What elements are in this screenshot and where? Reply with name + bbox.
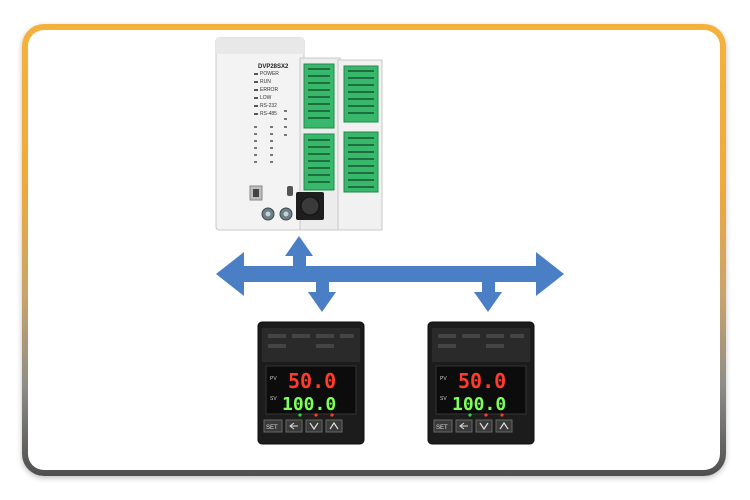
led-indicator	[254, 73, 258, 75]
plc-led-list: POWER RUN ERROR LOW RS-232 RS-485	[254, 71, 279, 117]
pv-label: PV	[270, 376, 277, 382]
plc-terminal-block	[343, 131, 379, 193]
set-button[interactable]	[433, 419, 453, 433]
temperature-controller-1: PV SV 50.0 100.0 SET	[257, 321, 365, 445]
bus-left-arrowhead	[216, 252, 244, 296]
sv-readout: 100.0	[452, 394, 506, 415]
plc-din-connector	[300, 196, 320, 216]
led-label: POWER	[260, 71, 279, 77]
plc-device: DVP28SX2 POWER RUN ERROR LOW RS-232 RS-4…	[215, 37, 383, 231]
pv-label: PV	[440, 376, 447, 382]
controller-status-leds	[468, 413, 504, 417]
shift-icon	[459, 422, 468, 430]
shift-icon	[289, 422, 298, 430]
led-indicator	[254, 105, 258, 107]
plc-knob-center	[283, 211, 289, 217]
pv-readout: 50.0	[288, 369, 336, 393]
led-indicator	[254, 81, 258, 83]
controller-display	[265, 365, 357, 415]
pv-readout: 50.0	[458, 369, 506, 393]
led-indicator	[254, 97, 258, 99]
plc-run-switch	[287, 186, 293, 196]
bus-bar	[236, 266, 546, 282]
plc-usb-slot	[253, 189, 259, 197]
chevron-up-icon	[499, 421, 509, 430]
controller-2-link-arrowhead	[474, 292, 502, 312]
temperature-controller-2: PV SV 50.0 100.0 SET	[427, 321, 535, 445]
down-button[interactable]	[475, 419, 493, 433]
plc-terminal-screws	[308, 68, 374, 188]
controller-2-link-shaft	[482, 280, 495, 294]
led-indicator	[254, 113, 258, 115]
led-label: RS-485	[260, 111, 277, 117]
chevron-down-icon	[309, 422, 319, 431]
set-button[interactable]	[263, 419, 283, 433]
up-button[interactable]	[495, 419, 513, 433]
set-button-label: SET	[266, 425, 278, 431]
sv-label: SV	[440, 396, 447, 402]
controller-display	[435, 365, 527, 415]
plc-link-arrowhead	[285, 236, 313, 256]
up-button[interactable]	[325, 419, 343, 433]
communication-bus	[216, 236, 564, 312]
sv-readout: 100.0	[282, 394, 336, 415]
plc-top-rib	[216, 38, 304, 54]
plc-knob-center	[265, 211, 271, 217]
led-label: ERROR	[260, 87, 278, 93]
led-label: LOW	[260, 95, 272, 101]
led-label: RS-232	[260, 103, 277, 109]
plc-model-label: DVP28SX2	[258, 64, 289, 70]
set-button-label: SET	[436, 425, 448, 431]
bus-right-arrowhead	[536, 252, 564, 296]
controller-1-link-shaft	[316, 280, 329, 294]
plc-io-leds	[254, 110, 287, 163]
controller-1-link-arrowhead	[308, 292, 336, 312]
chevron-up-icon	[329, 421, 339, 430]
led-indicator	[254, 89, 258, 91]
chevron-down-icon	[479, 422, 489, 431]
sv-label: SV	[270, 396, 277, 402]
controller-status-leds	[298, 413, 334, 417]
led-label: RUN	[260, 79, 271, 85]
down-button[interactable]	[305, 419, 323, 433]
